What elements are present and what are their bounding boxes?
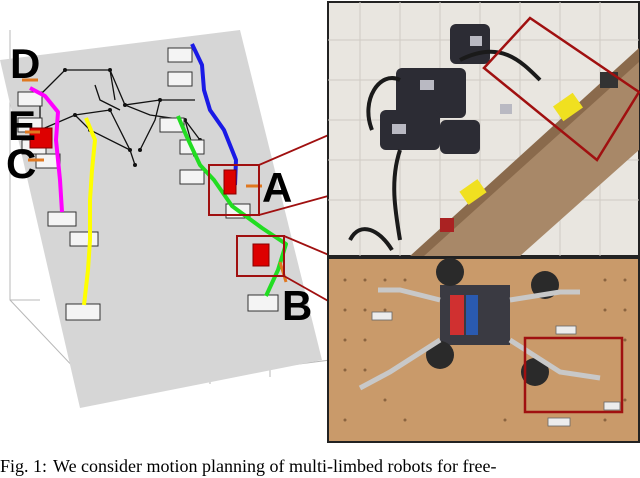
hold	[167, 47, 193, 63]
hold	[17, 91, 43, 107]
limb-trajectory-blue	[190, 43, 238, 186]
photo-bottom-zoom-box	[523, 336, 624, 414]
zoom-boxes	[208, 164, 285, 277]
caption-label: Fig. 1:	[0, 456, 48, 476]
zoom-box-a	[208, 164, 260, 216]
label-a: A	[262, 164, 292, 211]
limb-trajectory-green	[176, 115, 288, 297]
hold	[69, 231, 99, 247]
zoom-box-b	[236, 235, 285, 277]
hold	[159, 117, 185, 133]
figure-caption: Fig. 1:We consider motion planning of mu…	[0, 455, 640, 478]
caption-text: We consider motion planning of multi-lim…	[53, 456, 497, 476]
label-c: C	[6, 140, 36, 187]
photo-top	[327, 1, 640, 257]
hold	[47, 211, 77, 227]
limb-trajectory-magenta	[29, 86, 64, 213]
hold	[247, 294, 279, 312]
label-d: D	[10, 40, 40, 87]
hold	[65, 303, 101, 321]
photo-bottom	[327, 257, 640, 443]
red-hold-a	[223, 169, 237, 195]
red-hold-b	[252, 243, 270, 267]
hold	[179, 169, 205, 185]
label-e: E	[8, 102, 36, 149]
limb-trajectory-yellow	[82, 117, 97, 306]
hold	[167, 71, 193, 87]
photo-top-zoom-box	[482, 16, 640, 162]
